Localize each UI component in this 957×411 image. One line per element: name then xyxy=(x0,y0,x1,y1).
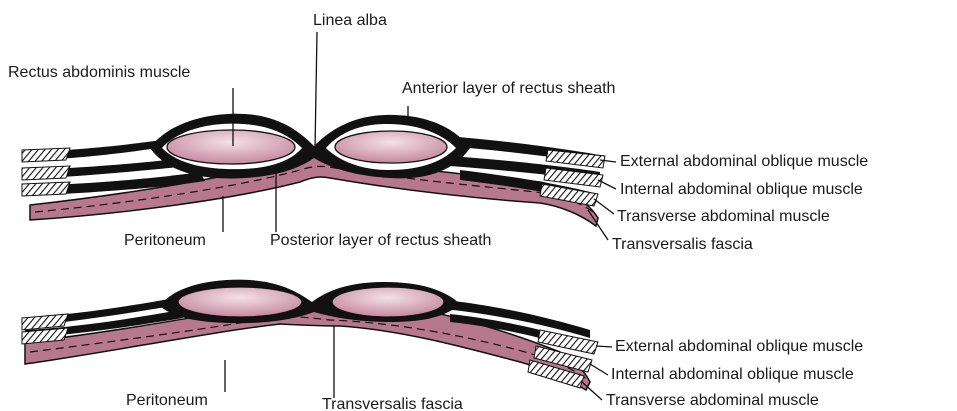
label-external-oblique-bottom: External abdominal oblique muscle xyxy=(615,338,863,356)
label-transverse-top: Transverse abdominal muscle xyxy=(617,208,830,226)
leader-internal-oblique-bottom xyxy=(590,364,608,375)
label-transversalis-fascia-top: Transversalis fascia xyxy=(612,236,753,254)
top-left-hatch-2 xyxy=(22,166,70,180)
label-peritoneum-bottom: Peritoneum xyxy=(126,392,208,410)
bottom-panel xyxy=(22,280,612,400)
top-left-hatch-1 xyxy=(22,148,70,162)
top-rectus-left-muscle xyxy=(167,130,295,164)
label-internal-oblique-top: Internal abdominal oblique muscle xyxy=(620,181,863,199)
leader-transverse-bottom xyxy=(582,382,602,400)
label-anterior-layer: Anterior layer of rectus sheath xyxy=(402,80,615,98)
leader-transversalis-top xyxy=(588,210,608,240)
label-posterior-layer: Posterior layer of rectus sheath xyxy=(270,232,491,250)
label-internal-oblique-bottom: Internal abdominal oblique muscle xyxy=(611,366,854,384)
label-transversalis-fascia-bottom: Transversalis fascia xyxy=(322,396,463,411)
bottom-rectus-left-muscle xyxy=(178,287,302,317)
top-right-hatch-1 xyxy=(546,150,605,168)
label-linea-alba: Linea alba xyxy=(313,12,387,30)
leader-transverse-top xyxy=(594,199,614,214)
leader-external-oblique-bottom xyxy=(596,346,612,347)
top-left-hatch-3 xyxy=(22,182,70,196)
label-peritoneum-top: Peritoneum xyxy=(124,232,206,250)
top-rectus-right-muscle xyxy=(335,131,447,163)
label-transverse-bottom: Transverse abdominal muscle xyxy=(606,392,819,410)
label-rectus-abdominis: Rectus abdominis muscle xyxy=(8,64,190,82)
bottom-rectus-right-muscle xyxy=(332,287,444,317)
label-external-oblique-top: External abdominal oblique muscle xyxy=(620,153,868,171)
leader-linea-alba xyxy=(315,32,317,150)
